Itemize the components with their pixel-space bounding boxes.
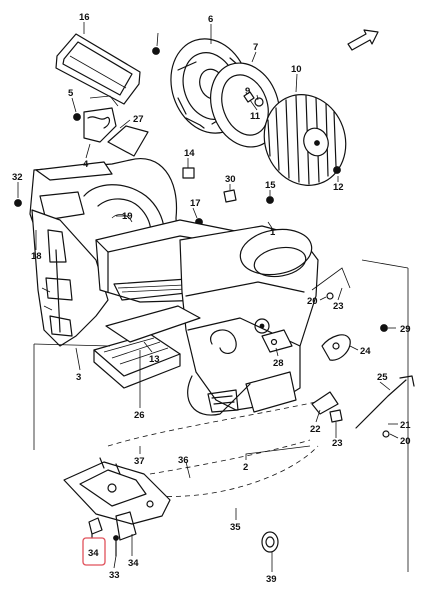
- part-27-resistor-cover: [107, 125, 149, 157]
- part-22-bracket: [311, 391, 339, 415]
- part-9-nut: [254, 97, 264, 107]
- part-23-clip: [329, 409, 343, 423]
- part-7-gasket: [210, 62, 280, 148]
- callout-9: 9: [245, 86, 250, 97]
- callout-37: 37: [134, 456, 145, 467]
- part-34-knob: [88, 517, 103, 539]
- control-cables: [107, 329, 319, 497]
- part-20-clip: [326, 292, 334, 300]
- part-26-lower-tray: [105, 305, 201, 343]
- callout-21: 21: [400, 420, 411, 431]
- part-32-screw: [14, 199, 22, 207]
- part-14-clip: [182, 167, 195, 179]
- part-30-clip: [223, 189, 237, 203]
- callout-29: 29: [400, 324, 411, 335]
- callout-23b: 23: [332, 438, 343, 449]
- callout-36: 36: [178, 455, 189, 466]
- callout-22: 22: [310, 424, 321, 435]
- callout-15: 15: [265, 180, 276, 191]
- callout-30: 30: [225, 174, 236, 185]
- callout-23: 23: [333, 301, 344, 312]
- callout-2: 2: [243, 462, 248, 473]
- part-39-screw: [113, 535, 119, 557]
- callout-19: 19: [122, 211, 133, 222]
- callout-10: 10: [291, 64, 302, 75]
- callout-38: 39: [266, 574, 277, 585]
- callout-4: 4: [83, 159, 89, 170]
- callout-20: 20: [307, 296, 318, 307]
- callout-25: 25: [377, 372, 388, 383]
- callout-13: 13: [149, 354, 160, 365]
- callout-20b: 20: [400, 436, 411, 447]
- callout-27: 27: [133, 114, 144, 125]
- callout-1: 1: [270, 227, 276, 238]
- callout-28: 28: [273, 358, 284, 369]
- callout-labels: 16 6 7 10 9 11 12 5 27 4 14 30 15 32 17 …: [12, 12, 411, 585]
- part-10-blower-wheel: [263, 94, 347, 186]
- highlight-frame: [82, 537, 106, 566]
- callout-32: 32: [12, 172, 23, 183]
- callout-26: 26: [134, 410, 145, 421]
- part-25-rod: [355, 375, 415, 429]
- callout-5: 5: [68, 88, 74, 99]
- callout-11: 11: [250, 111, 261, 122]
- part-33-control-unit: [63, 457, 171, 541]
- part-21-screw: [382, 430, 390, 438]
- part-24-lever: [321, 334, 351, 361]
- callout-14: 14: [184, 148, 195, 159]
- part-38-grommet: [261, 531, 279, 553]
- callout-34: 34: [88, 548, 99, 559]
- callout-33: 34: [128, 558, 139, 569]
- part-13-heater-core: [93, 333, 181, 389]
- callout-17: 17: [190, 198, 201, 209]
- leader-lines: [17, 22, 399, 572]
- front-arrow-icon: [347, 29, 379, 51]
- callout-7: 7: [253, 42, 258, 53]
- callout-3: 3: [76, 372, 81, 383]
- part-8-screw: [152, 47, 160, 55]
- callout-39: 33: [109, 570, 120, 581]
- part-28-lever: [261, 329, 293, 353]
- highlighted-callout-34[interactable]: 34: [82, 537, 106, 566]
- part-15-screw: [266, 196, 274, 204]
- assembly-boundary-lines: [33, 259, 409, 572]
- part-29-screw: [380, 324, 388, 332]
- callout-16: 16: [79, 12, 90, 23]
- callout-35: 35: [230, 522, 241, 533]
- part-4-resistor: [83, 95, 119, 143]
- part-11-clip: [243, 91, 255, 103]
- callout-6: 6: [208, 14, 213, 25]
- part-12-screw: [333, 166, 341, 174]
- callout-12: 12: [333, 182, 344, 193]
- callout-18: 18: [31, 251, 42, 262]
- part-3-lower-case: [31, 209, 109, 347]
- part-5-screw: [73, 113, 81, 121]
- part-16-filter-frame: [55, 33, 141, 105]
- callout-24: 24: [360, 346, 371, 357]
- part-2-heater-case-lower: [179, 225, 319, 413]
